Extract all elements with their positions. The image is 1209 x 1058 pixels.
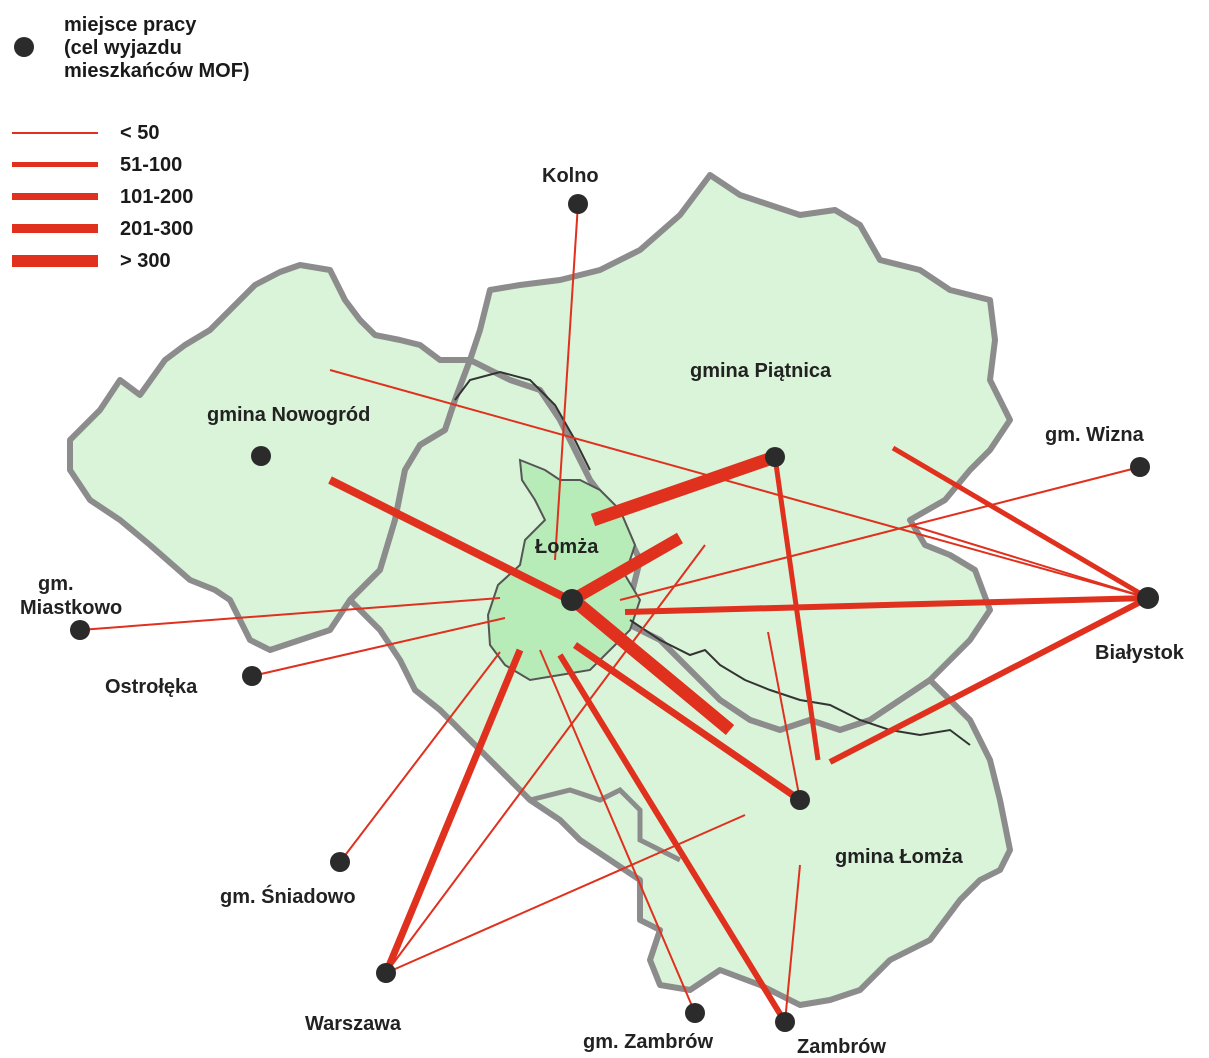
flow-warszawa-piatnica (385, 544, 706, 974)
legend-class-2: 51-100 (12, 150, 252, 180)
point-ostroleka (242, 666, 262, 686)
legend-line-3 (12, 193, 98, 200)
legend-line-5 (12, 255, 98, 267)
flow-kolno (554, 203, 579, 561)
label-gmina-nowogrod: gmina Nowogród (207, 404, 370, 426)
label-miastkowo: gm.Miastkowo (20, 573, 122, 619)
legend-class-1: < 50 (12, 118, 252, 148)
label-bialystok: Białystok (1095, 642, 1185, 664)
flow-nowogrod-lomza (328, 476, 572, 604)
legend-class-4: 201-300 (12, 214, 252, 244)
flow-lomza-piatnica (590, 450, 778, 527)
legend-class-5: > 300 (12, 246, 252, 276)
flow-bialystok-lomza (624, 595, 1149, 615)
legend-label-3: 101-200 (120, 186, 194, 208)
flow-zambrow-gm (539, 649, 696, 1014)
point-lomza (561, 589, 583, 611)
flow-lines (79, 203, 1150, 1024)
flow-bialystok-city (909, 524, 1149, 599)
point-sniadowo (330, 852, 350, 872)
flow-warszawa-gmlomza (385, 814, 746, 974)
legend-line-2 (12, 162, 98, 167)
legend-label-5: > 300 (120, 250, 171, 272)
flow-ostroleka (251, 617, 506, 677)
river-line (629, 619, 971, 746)
point-wizna (1130, 457, 1150, 477)
legend-label-4: 201-300 (120, 218, 194, 240)
point-warszawa (376, 963, 396, 983)
point-kolno (568, 194, 588, 214)
label-kolno: Kolno (542, 165, 599, 187)
label-ostroleka: Ostrołęka (105, 676, 198, 698)
flow-lomza-east (571, 597, 735, 735)
legend-label-2: 51-100 (120, 154, 183, 176)
label-gmina-lomza: gmina Łomża (835, 846, 964, 868)
label-zambrow-gm: gm. Zambrów (583, 1031, 713, 1053)
flow-wizna (619, 466, 1141, 601)
flow-warszawa-lomza (382, 648, 524, 975)
flow-lomza-gmlomza (573, 642, 802, 803)
flow-lomza-center (569, 532, 683, 606)
legend-point-label: miejsce pracy (cel wyjazdu mieszkańców M… (64, 14, 250, 82)
label-wizna: gm. Wizna (1045, 424, 1145, 446)
point-zambrow (775, 1012, 795, 1032)
southern-boundary (529, 786, 682, 863)
point-zambrow-gm (685, 1003, 705, 1023)
flow-sniadowo (339, 651, 501, 863)
flow-zambrow-gmlomza (784, 864, 801, 1023)
label-zambrow: Zambrów (797, 1036, 886, 1058)
point-piatnica (765, 447, 785, 467)
point-gmlomza (790, 790, 810, 810)
label-warszawa: Warszawa (305, 1013, 402, 1035)
legend-line-1 (12, 132, 98, 134)
legend-point-symbol (14, 37, 34, 57)
label-miastkowo-line: gm. (38, 573, 74, 595)
flow-inner-1 (767, 631, 801, 801)
point-nowogrod (251, 446, 271, 466)
flow-bialystok-piatnica (891, 445, 1150, 601)
label-sniadowo: gm. Śniadowo (220, 884, 356, 908)
label-lomza-city: Łomża (535, 536, 599, 558)
point-miastkowo (70, 620, 90, 640)
flow-miastkowo (79, 597, 501, 631)
destination-points (70, 194, 1159, 1032)
label-gmina-piatnica: gmina Piątnica (690, 360, 832, 382)
flow-bialystok-gmlomza (828, 595, 1150, 765)
internal-boundary (454, 370, 591, 471)
point-bialystok (1137, 587, 1159, 609)
flow-nowogrod-bialystok (329, 369, 1149, 599)
flow-zambrow-lomza (557, 653, 788, 1024)
legend-class-3: 101-200 (12, 182, 252, 212)
label-miastkowo-line: Miastkowo (20, 597, 122, 619)
legend-line-4 (12, 224, 98, 233)
legend-label-1: < 50 (120, 122, 160, 144)
region-outline (67, 172, 1013, 1008)
